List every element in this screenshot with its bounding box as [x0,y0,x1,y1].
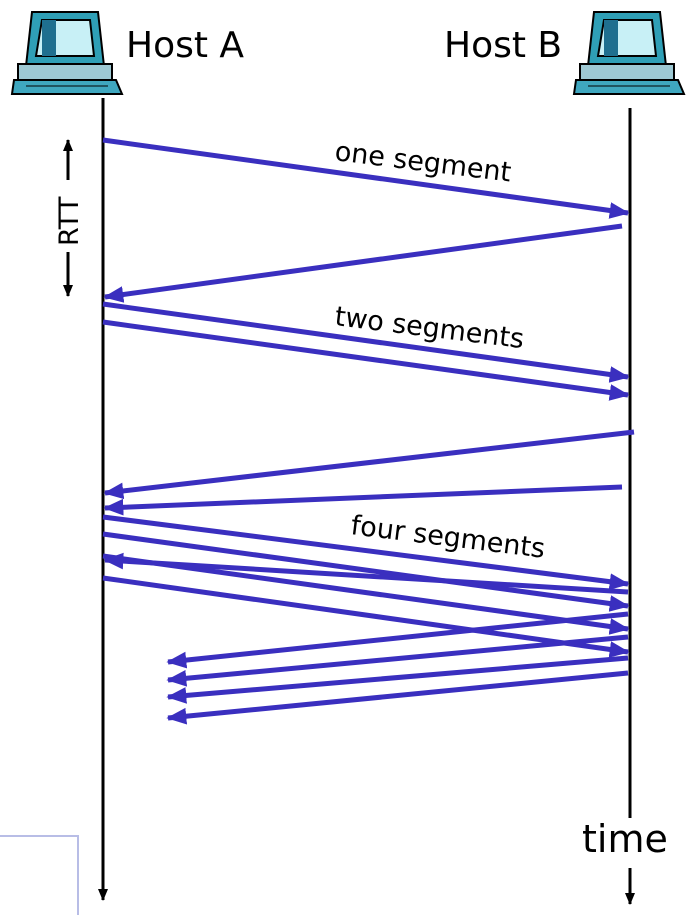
segment-arrow [102,553,630,635]
segment-arrow [102,575,630,658]
ack-arrow [103,429,635,500]
desktop-computer-icon [10,11,124,95]
time-label: time [582,817,668,861]
host-b-label: Host B [444,25,562,66]
ack-arrow [166,670,629,725]
segment-arrow [102,137,630,219]
segment-arrow [102,531,630,612]
segment-arrow [102,319,630,401]
ack-arrow [103,223,623,303]
segment-arrow [102,301,630,383]
host-a-label: Host A [126,25,244,66]
ack-arrow [166,655,629,704]
ack-arrow [166,611,629,669]
ack-arrow [166,634,629,687]
desktop-computer-icon [572,11,686,95]
round-label-four: four segments [349,510,547,565]
frame-corner [0,835,79,915]
ack-arrow [103,484,623,516]
rtt-bracket: RTT [54,139,85,297]
segment-arrow [102,514,630,590]
round-label-one: one segment [333,136,513,188]
rtt-label: RTT [54,196,85,246]
message-arrows [102,137,635,725]
ack-arrow [103,552,629,595]
